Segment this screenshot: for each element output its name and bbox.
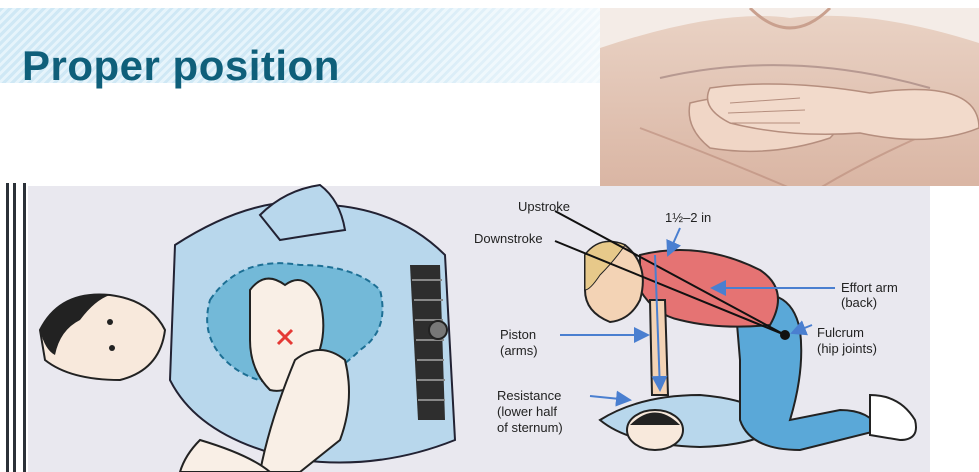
label-effort-arm: Effort arm [841,280,898,295]
label-effort-arm-note: (back) [841,295,877,310]
label-fulcrum: Fulcrum [817,325,864,340]
label-piston-note: (arms) [500,343,538,358]
label-distance: 1½–2 in [665,210,711,225]
label-resistance: Resistance [497,388,561,403]
label-resistance-note-2: of sternum) [497,420,563,435]
label-downstroke: Downstroke [474,231,543,246]
resistance-arrow [590,396,630,400]
label-resistance-note-1: (lower half [497,404,557,419]
label-fulcrum-note: (hip joints) [817,341,877,356]
patient-chest-illustration [40,185,455,472]
label-piston: Piston [500,327,536,342]
label-upstroke: Upstroke [518,199,570,214]
